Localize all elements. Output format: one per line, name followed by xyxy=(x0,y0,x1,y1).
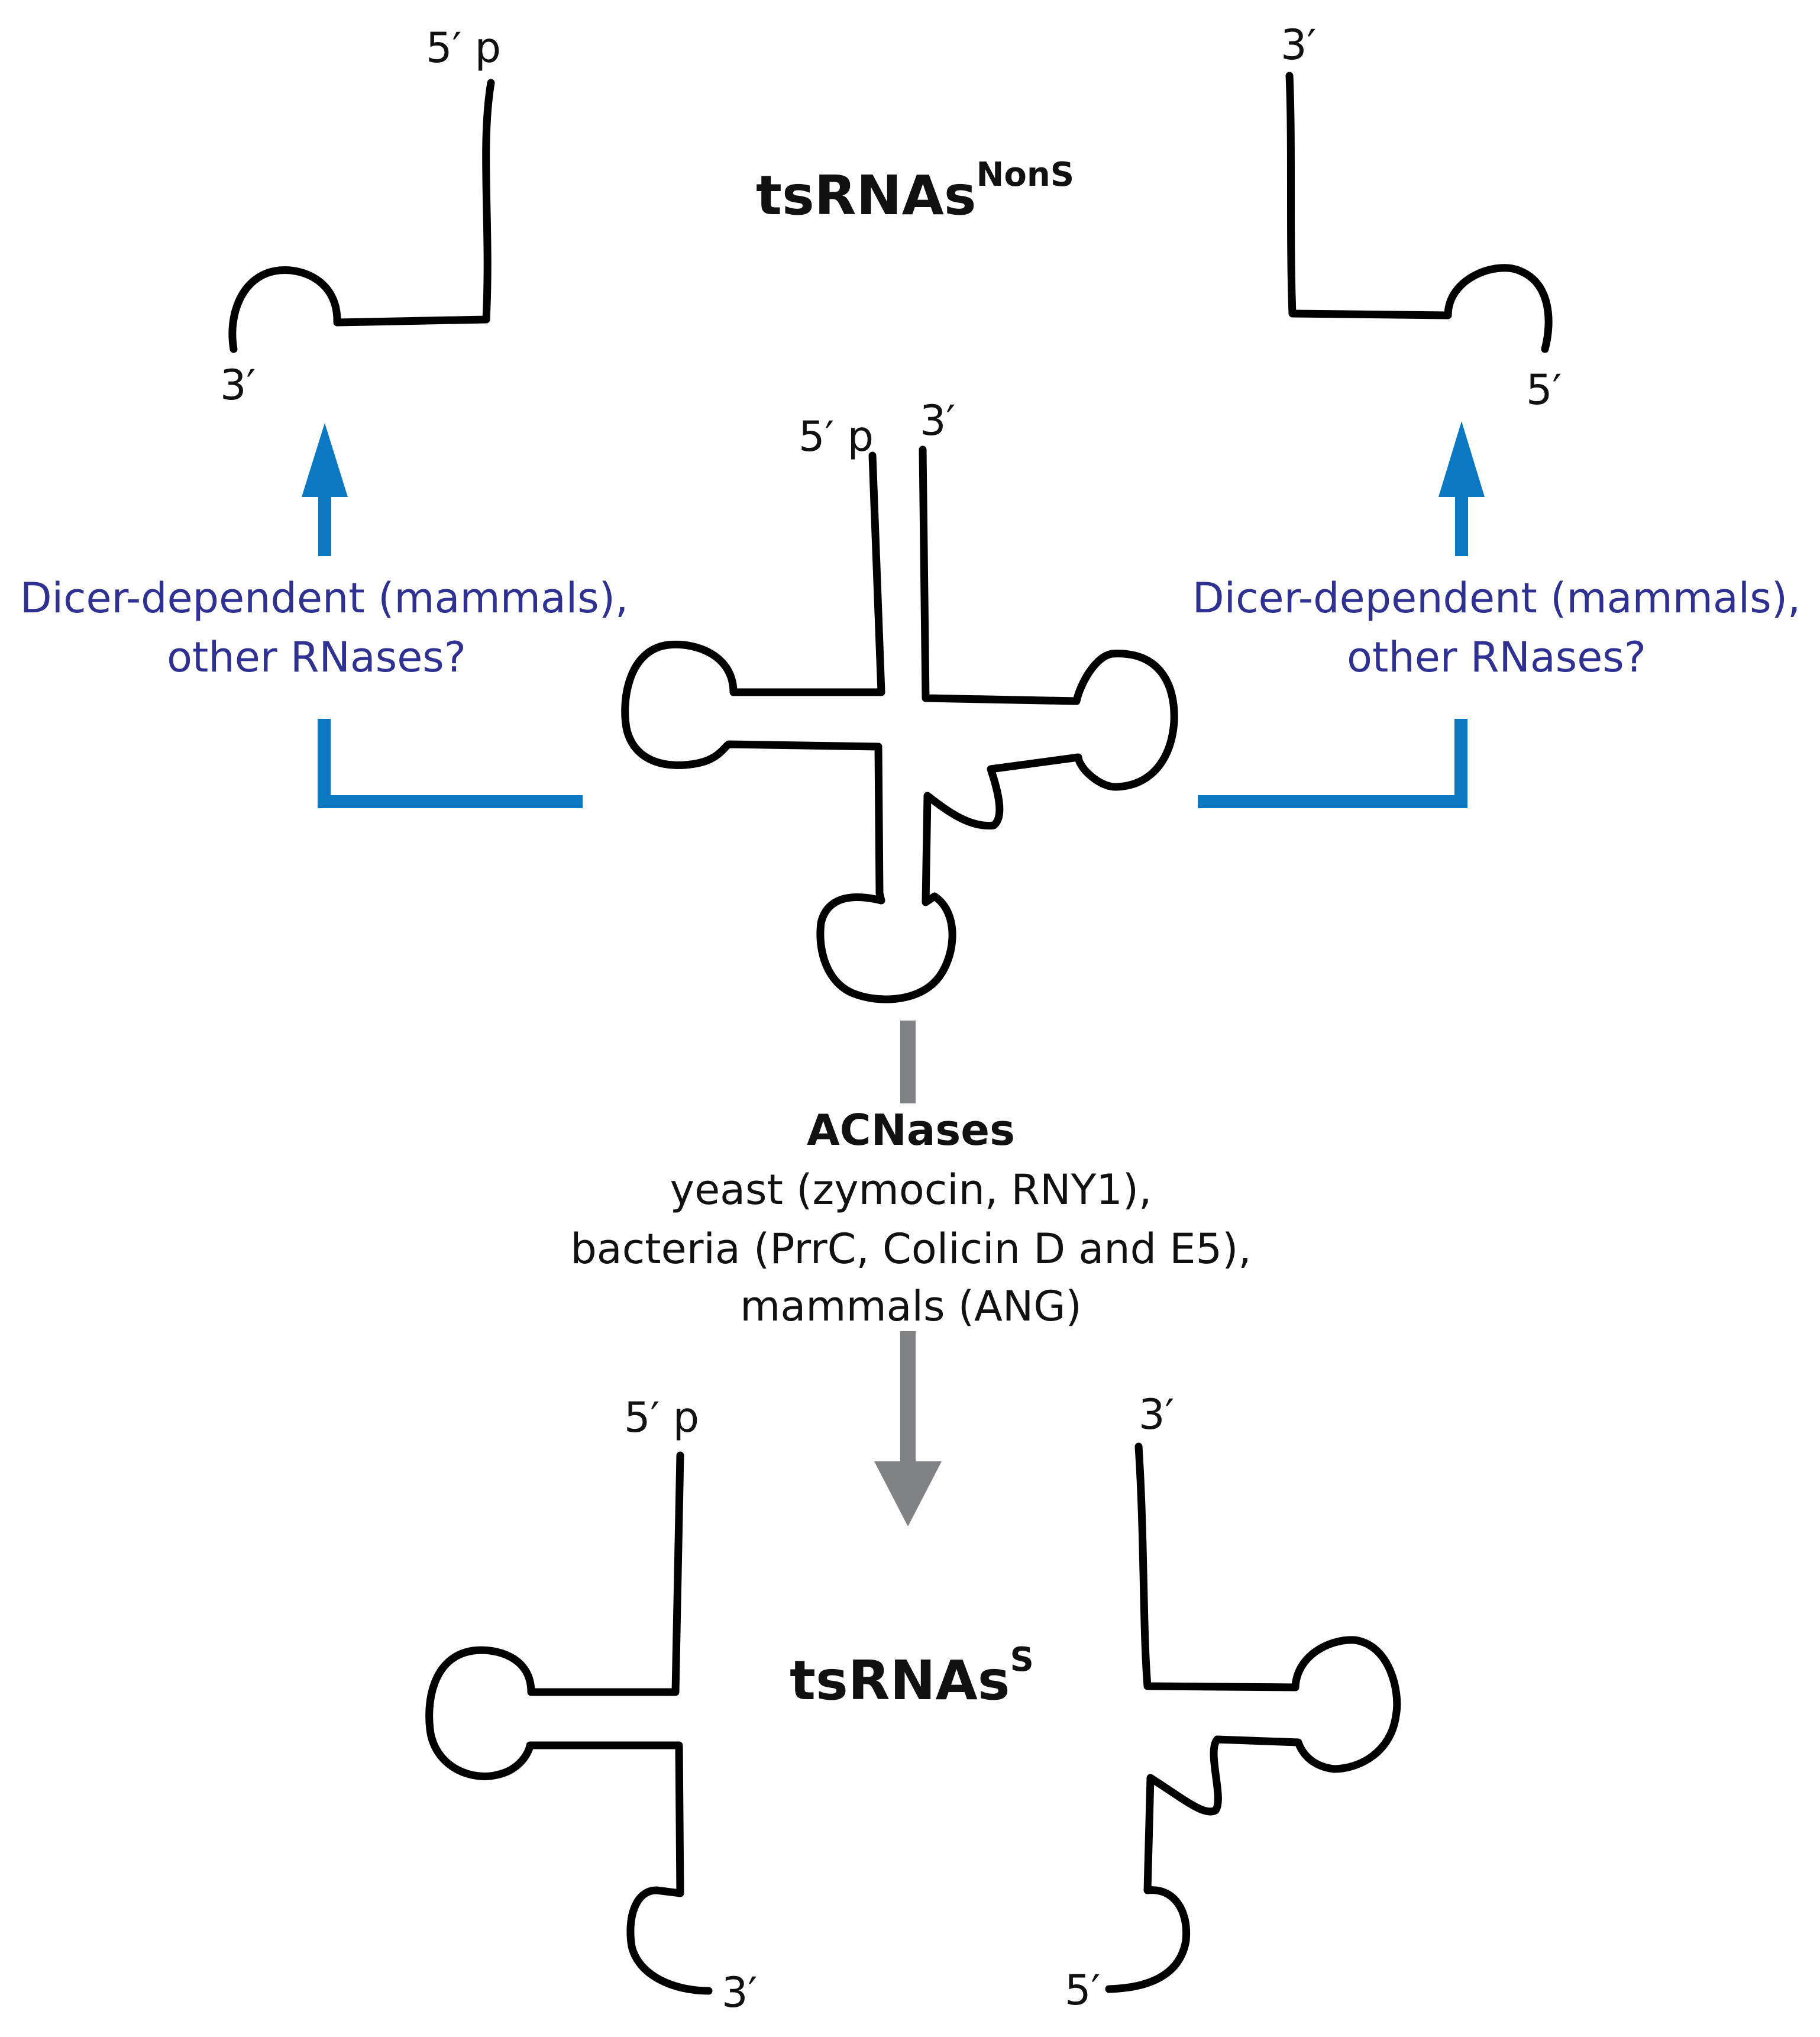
top-right-3p-label: 3′ xyxy=(1281,21,1316,69)
s-title-main: tsRNAs xyxy=(790,1649,1010,1712)
gray-acnase-arrow xyxy=(874,1021,942,1526)
top-right-5p-label: 5′ xyxy=(1526,366,1562,414)
acnases-heading: ACNases xyxy=(807,1105,1015,1155)
acnases-line3: mammals (ANG) xyxy=(740,1282,1082,1331)
dicer-right-line1: Dicer-dependent (mammals), xyxy=(1192,574,1801,622)
dicer-left-line2: other RNases? xyxy=(167,633,466,682)
top-left-3p-label: 3′ xyxy=(220,361,256,409)
center-3p-label: 3′ xyxy=(920,396,955,445)
bottom-left-3p-label: 3′ xyxy=(722,1968,757,2017)
s-5p-fragment-strand xyxy=(425,1451,713,1995)
nons-title-sup: NonS xyxy=(977,156,1075,194)
nons-3p-fragment-strand xyxy=(1285,72,1553,353)
s-title-sup: S xyxy=(1010,1641,1034,1679)
bottom-right-5p-label: 5′ xyxy=(1065,1966,1100,2015)
acnases-line1: yeast (zymocin, RNY1), xyxy=(670,1166,1152,1214)
right-blue-arrow xyxy=(1198,421,1485,808)
nons-title: tsRNAsNonS xyxy=(756,156,1074,227)
nons-title-main: tsRNAs xyxy=(756,164,977,227)
nons-5p-fragment-strand xyxy=(228,79,495,353)
acnases-line2: bacteria (PrrC, Colicin D and E5), xyxy=(570,1225,1251,1273)
s-3p-fragment-strand xyxy=(1105,1442,1401,1993)
bottom-right-3p-label: 3′ xyxy=(1139,1390,1174,1439)
top-left-5p-label: 5′ p xyxy=(426,24,501,72)
s-title: tsRNAsS xyxy=(790,1641,1034,1712)
dicer-right-line2: other RNases? xyxy=(1347,633,1646,682)
dicer-left-line1: Dicer-dependent (mammals), xyxy=(20,574,629,622)
trna-cloverleaf-5p-strand xyxy=(621,446,1178,1003)
center-5p-label: 5′ p xyxy=(799,412,874,461)
left-blue-arrow xyxy=(302,423,583,808)
bottom-left-5p-label: 5′ p xyxy=(624,1393,699,1442)
